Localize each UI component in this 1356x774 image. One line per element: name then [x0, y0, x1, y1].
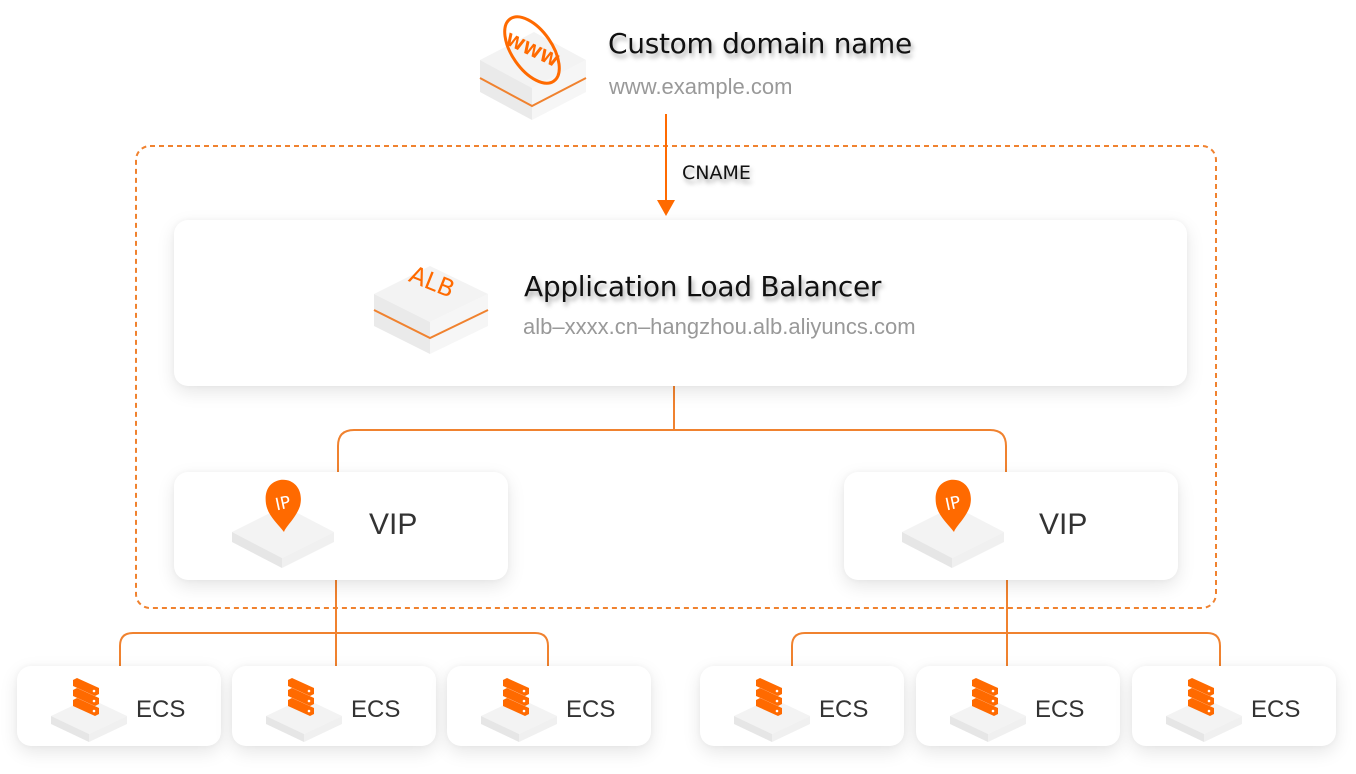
server-stack-icon: [477, 676, 561, 742]
ecs-node-card-4[interactable]: ECS: [700, 666, 904, 746]
alb-to-vip-connector: [337, 386, 1007, 472]
vip-node-card-left[interactable]: [174, 472, 508, 580]
ecs-node-card-3[interactable]: ECS: [447, 666, 651, 746]
server-stack-icon: [946, 676, 1030, 742]
ecs-node-card-5[interactable]: ECS: [916, 666, 1120, 746]
cname-arrow-head: [657, 200, 675, 216]
ecs-node-card-1[interactable]: ECS: [17, 666, 221, 746]
ecs-label: ECS: [566, 696, 616, 723]
ecs-label: ECS: [1251, 696, 1301, 723]
domain-subtitle: www.example.com: [609, 74, 793, 99]
alb-title: Application Load Balancer: [524, 270, 882, 303]
vip-left-to-ecs-connector: [119, 580, 549, 666]
alb-subtitle: alb–xxxx.cn–hangzhou.alb.aliyuncs.com: [523, 314, 916, 339]
ip-pin-icon: IP: [228, 476, 338, 571]
vip-node-card-right[interactable]: [844, 472, 1178, 580]
ecs-node-card-6[interactable]: ECS: [1132, 666, 1336, 746]
server-stack-icon: [1162, 676, 1246, 742]
cname-edge-label: CNAME: [682, 162, 751, 184]
vip-right-to-ecs-connector: [791, 580, 1221, 666]
ip-pin-icon: IP: [898, 476, 1008, 571]
server-stack-icon: [262, 676, 346, 742]
ecs-label: ECS: [1035, 696, 1085, 723]
server-stack-icon: [730, 676, 814, 742]
alb-cube-icon: ALB: [368, 250, 493, 360]
ecs-label: ECS: [136, 696, 186, 723]
vip-label-left: VIP: [369, 508, 418, 541]
ecs-label: ECS: [351, 696, 401, 723]
alb-boundary: [135, 145, 1217, 609]
www-globe-icon: WWW: [474, 8, 594, 123]
alb-node-card[interactable]: [174, 220, 1187, 386]
server-stack-icon: [47, 676, 131, 742]
ecs-node-card-2[interactable]: ECS: [232, 666, 436, 746]
domain-title: Custom domain name: [608, 27, 912, 60]
vip-label-right: VIP: [1039, 508, 1088, 541]
svg-text:IP: IP: [273, 493, 292, 516]
ecs-label: ECS: [819, 696, 869, 723]
svg-text:IP: IP: [943, 493, 962, 516]
